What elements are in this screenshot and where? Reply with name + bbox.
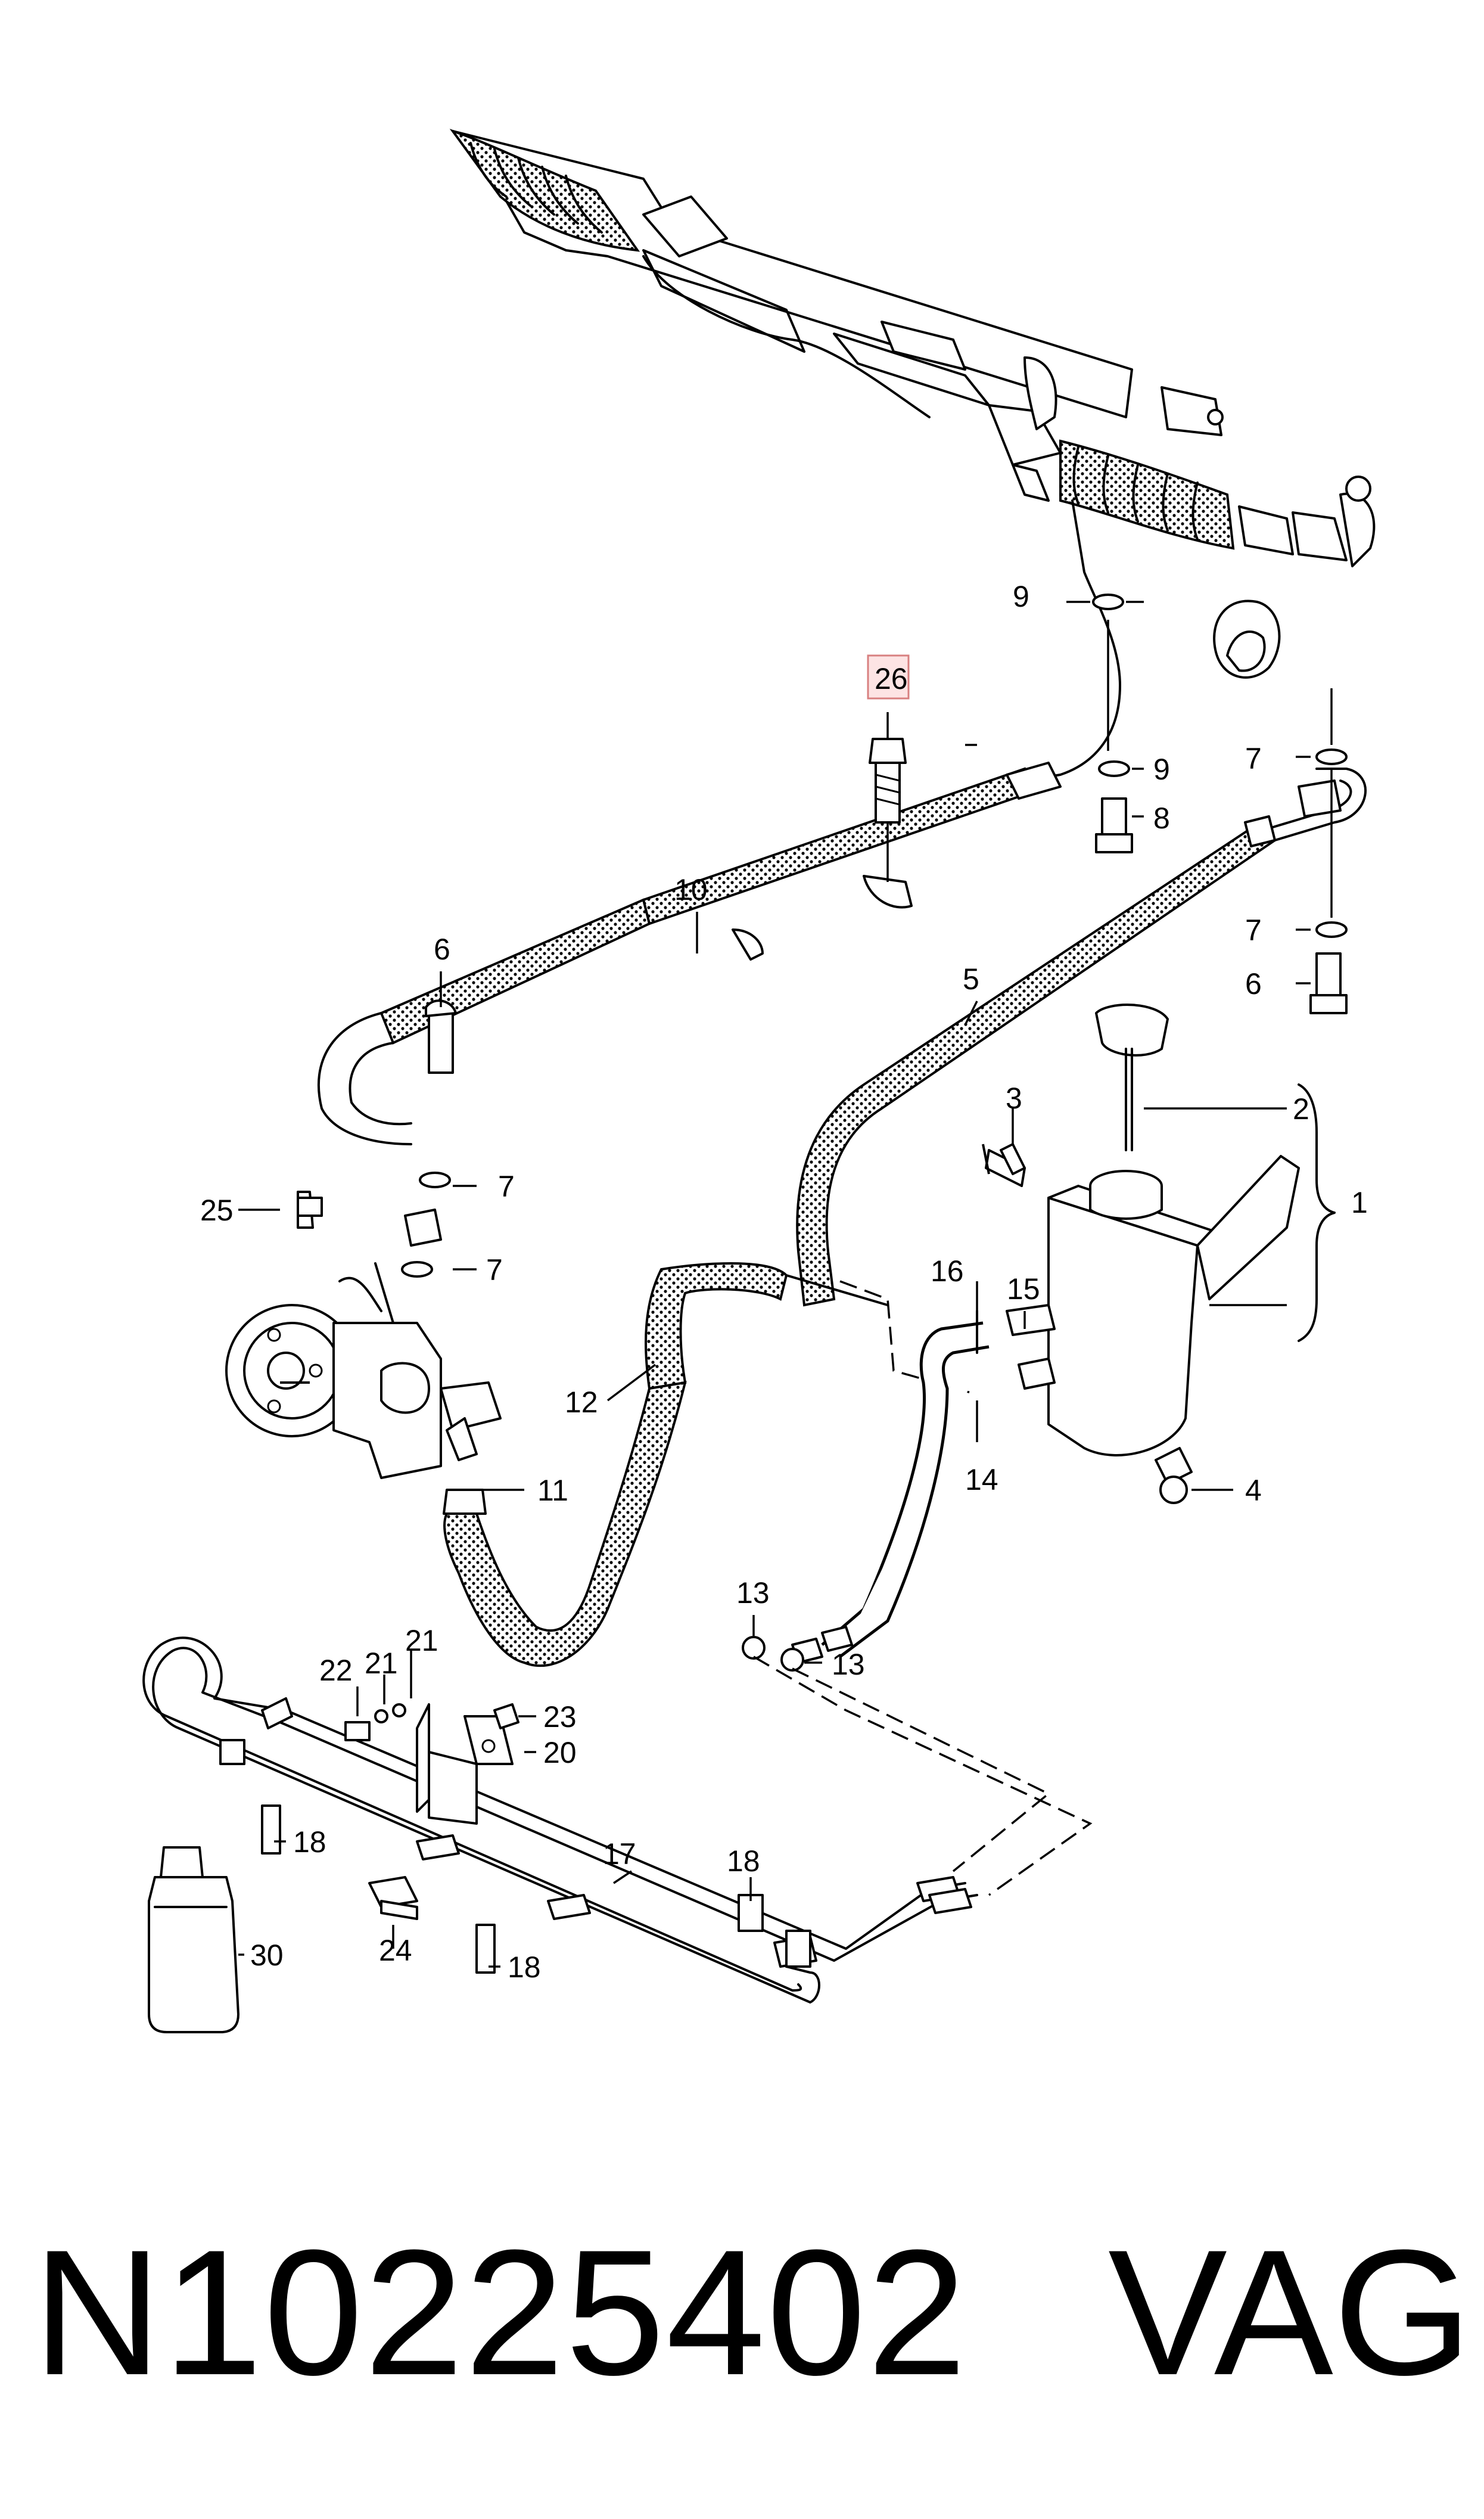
callout-26: 26 <box>875 662 908 695</box>
callout-23: 23 <box>543 1700 577 1734</box>
cooler-line-17 <box>142 1636 978 2004</box>
callout-21-right: 21 <box>405 1624 438 1657</box>
callout-18-bottom: 18 <box>508 1950 541 1984</box>
callout-9-mid: 9 <box>1153 753 1170 786</box>
callout-3: 3 <box>1006 1082 1022 1115</box>
callout-22: 22 <box>319 1654 353 1687</box>
callout-9-top: 9 <box>1013 580 1029 613</box>
callout-7-right-top: 7 <box>1245 742 1262 775</box>
callout-14: 14 <box>965 1463 998 1496</box>
callout-30: 30 <box>250 1939 284 1972</box>
highlight-box-26 <box>867 654 910 700</box>
group-bracket-1 <box>1298 1083 1336 1342</box>
fasteners-right <box>297 594 1348 1278</box>
bolt-26 <box>869 712 907 882</box>
callout-18-mid: 18 <box>727 1844 760 1878</box>
callout-10: 10 <box>674 873 708 906</box>
steering-pump <box>225 1262 502 1479</box>
callout-15: 15 <box>1007 1272 1040 1306</box>
clamps-13 <box>742 1636 1093 1896</box>
callout-7-left-top: 7 <box>498 1170 515 1203</box>
callout-1: 1 <box>1351 1186 1368 1219</box>
callout-4: 4 <box>1245 1474 1262 1507</box>
suction-hose-12 <box>443 1262 978 1667</box>
part-number: N10225402 <box>33 2212 968 2412</box>
callout-12: 12 <box>565 1386 598 1419</box>
leader-lines <box>238 601 1333 1968</box>
callout-13-right: 13 <box>832 1648 865 1681</box>
fluid-bottle-30 <box>148 1846 239 2033</box>
callout-2: 2 <box>1293 1092 1309 1126</box>
brackets <box>261 1191 764 1974</box>
callout-21-left: 21 <box>365 1647 398 1680</box>
callout-6-left: 6 <box>434 933 450 966</box>
callout-labels: 26 1 2 3 4 5 6 6 7 7 7 7 8 9 9 10 11 12 … <box>200 580 1368 1984</box>
callout-7-left-bottom: 7 <box>486 1253 503 1287</box>
callout-6-right: 6 <box>1245 967 1262 1001</box>
callout-8: 8 <box>1153 802 1170 835</box>
callout-11: 11 <box>537 1474 568 1507</box>
callout-7-right-mid: 7 <box>1245 914 1262 947</box>
callout-16: 16 <box>931 1254 964 1288</box>
callout-13-left: 13 <box>736 1576 770 1610</box>
callout-20: 20 <box>543 1736 577 1769</box>
reservoir <box>982 1004 1300 1504</box>
brand-label: VAG <box>1108 2212 1473 2412</box>
callout-18-left: 18 <box>293 1825 326 1859</box>
callout-25: 25 <box>200 1194 234 1227</box>
callout-24: 24 <box>379 1934 412 1967</box>
callout-17: 17 <box>603 1837 636 1871</box>
hose-16 <box>791 1310 990 1664</box>
callout-5: 5 <box>963 962 979 996</box>
steering-rack <box>449 129 1376 567</box>
